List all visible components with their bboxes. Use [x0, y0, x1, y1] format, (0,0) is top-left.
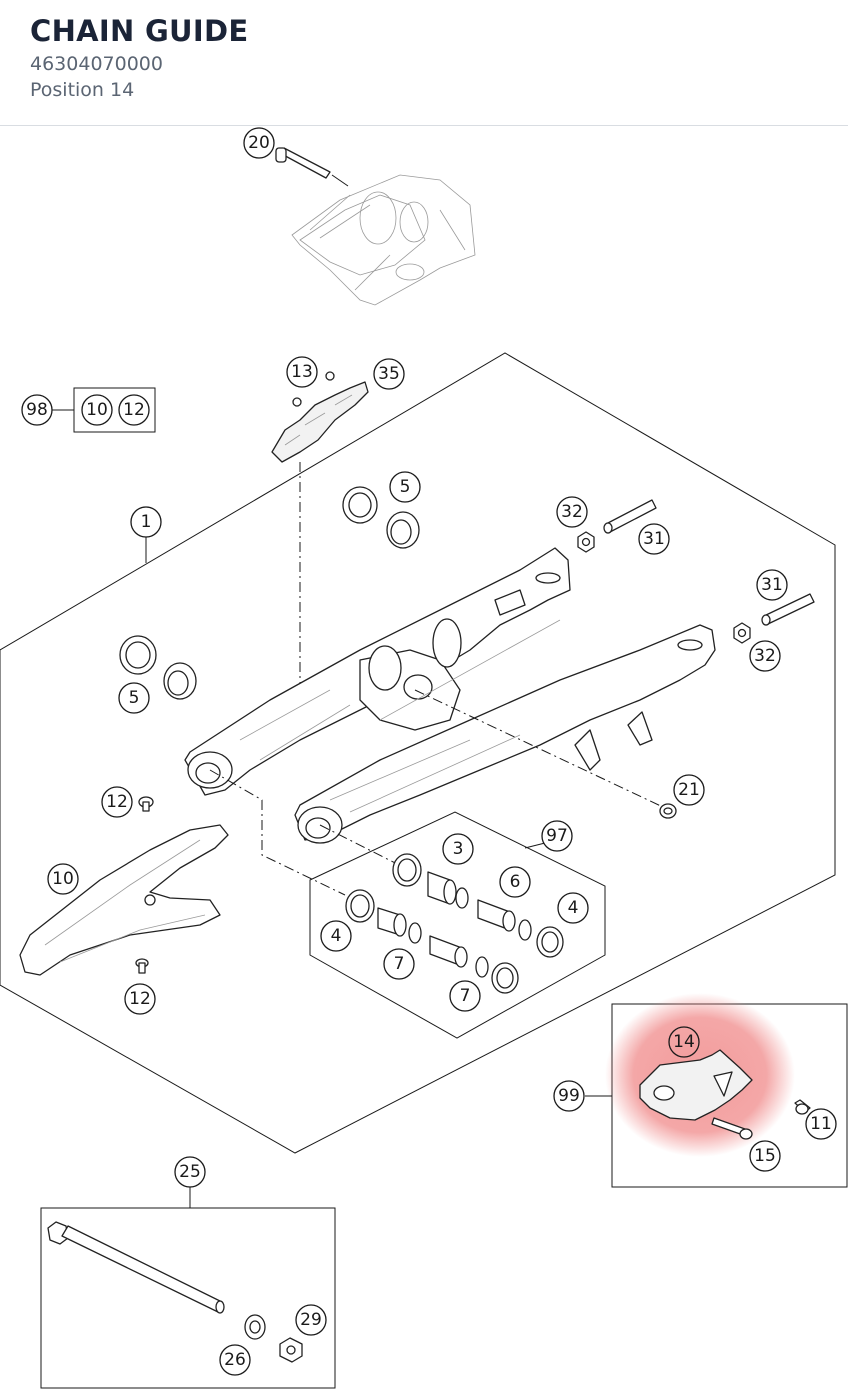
svg-text:20: 20	[248, 133, 270, 153]
svg-text:32: 32	[561, 502, 583, 522]
callout-20[interactable]: 20	[243, 127, 275, 159]
callout-6[interactable]: 6	[499, 866, 531, 898]
svg-text:5: 5	[129, 688, 140, 708]
svg-text:13: 13	[291, 362, 313, 382]
svg-text:1: 1	[141, 512, 152, 532]
svg-text:15: 15	[754, 1146, 776, 1166]
part-header: CHAIN GUIDE 46304070000 Position 14	[0, 0, 848, 126]
callout-3[interactable]: 3	[442, 833, 474, 865]
swingarm	[184, 547, 716, 844]
callout-26[interactable]: 26	[219, 1344, 251, 1376]
callout-21[interactable]: 21	[673, 774, 705, 806]
callout-99[interactable]: 99	[553, 1080, 585, 1112]
svg-text:35: 35	[378, 364, 400, 384]
callout-12-lower[interactable]: 12	[124, 983, 156, 1015]
callout-15[interactable]: 15	[749, 1140, 781, 1172]
axle-25	[47, 1221, 225, 1314]
callout-4-right[interactable]: 4	[557, 892, 589, 924]
svg-text:3: 3	[453, 839, 464, 859]
callout-5-top[interactable]: 5	[389, 471, 421, 503]
svg-text:29: 29	[300, 1310, 322, 1330]
frame-sketch	[291, 174, 476, 306]
svg-text:21: 21	[678, 780, 700, 800]
callout-97[interactable]: 97	[541, 820, 573, 852]
callout-10-kit[interactable]: 10	[81, 394, 113, 426]
callout-10[interactable]: 10	[47, 863, 79, 895]
part-title: CHAIN GUIDE	[30, 14, 249, 48]
svg-text:97: 97	[546, 826, 568, 846]
callout-7-left[interactable]: 7	[383, 948, 415, 980]
svg-text:5: 5	[400, 477, 411, 497]
callout-7-right[interactable]: 7	[449, 980, 481, 1012]
svg-text:12: 12	[129, 989, 151, 1009]
chain-guide-10	[19, 824, 229, 976]
callout-12-upper[interactable]: 12	[101, 786, 133, 818]
nuts-32	[577, 531, 751, 644]
pivot-bolt-20	[275, 147, 349, 187]
svg-text:6: 6	[510, 872, 521, 892]
callout-31-right[interactable]: 31	[756, 569, 788, 601]
callout-11[interactable]: 11	[805, 1108, 837, 1140]
bearing-kit-parts	[345, 853, 564, 994]
part-number: 46304070000	[30, 53, 163, 75]
callout-1[interactable]: 1	[130, 506, 162, 538]
axle-pins-31	[603, 499, 815, 626]
svg-text:10: 10	[52, 869, 74, 889]
svg-text:25: 25	[179, 1162, 201, 1182]
svg-text:31: 31	[643, 529, 665, 549]
callout-14[interactable]: 14	[668, 1026, 700, 1058]
svg-text:7: 7	[460, 986, 471, 1006]
nut-21	[659, 803, 677, 819]
svg-text:32: 32	[754, 646, 776, 666]
callout-13[interactable]: 13	[286, 356, 318, 388]
svg-text:12: 12	[123, 400, 145, 420]
axis-line	[319, 824, 406, 869]
svg-text:98: 98	[26, 400, 48, 420]
callout-4-left[interactable]: 4	[320, 920, 352, 952]
svg-text:4: 4	[331, 926, 342, 946]
svg-text:10: 10	[86, 400, 108, 420]
part-position: Position 14	[30, 79, 135, 101]
screws-12	[135, 796, 154, 974]
callout-35[interactable]: 35	[373, 358, 405, 390]
washer-26	[244, 1314, 266, 1340]
callout-31-top[interactable]: 31	[638, 523, 670, 555]
callout-32-right[interactable]: 32	[749, 640, 781, 672]
exploded-parts-diagram: 20 13 35 98 10 12 1 5 32 31 31 32 5 21 1…	[0, 127, 848, 1389]
svg-text:7: 7	[394, 954, 405, 974]
svg-text:12: 12	[106, 792, 128, 812]
callout-29[interactable]: 29	[295, 1304, 327, 1336]
callout-12-kit[interactable]: 12	[118, 394, 150, 426]
svg-text:4: 4	[568, 898, 579, 918]
callout-98[interactable]: 98	[21, 394, 53, 426]
callout-25[interactable]: 25	[174, 1156, 206, 1188]
chain-slider-35	[271, 371, 369, 463]
axle-kit-box	[40, 1207, 336, 1389]
main-assembly-frame	[0, 352, 836, 1154]
svg-text:26: 26	[224, 1350, 246, 1370]
dust-seal-5	[119, 486, 420, 700]
svg-text:11: 11	[810, 1114, 832, 1134]
svg-text:31: 31	[761, 575, 783, 595]
svg-text:14: 14	[673, 1032, 695, 1052]
highlighted-part-14	[605, 993, 811, 1157]
svg-text:99: 99	[558, 1086, 580, 1106]
axis-line	[209, 769, 346, 896]
callout-5-left[interactable]: 5	[118, 682, 150, 714]
bearing-kit-frame	[309, 811, 606, 1039]
axis-line	[414, 689, 666, 809]
nut-29	[279, 1337, 303, 1363]
callout-32-top[interactable]: 32	[556, 496, 588, 528]
